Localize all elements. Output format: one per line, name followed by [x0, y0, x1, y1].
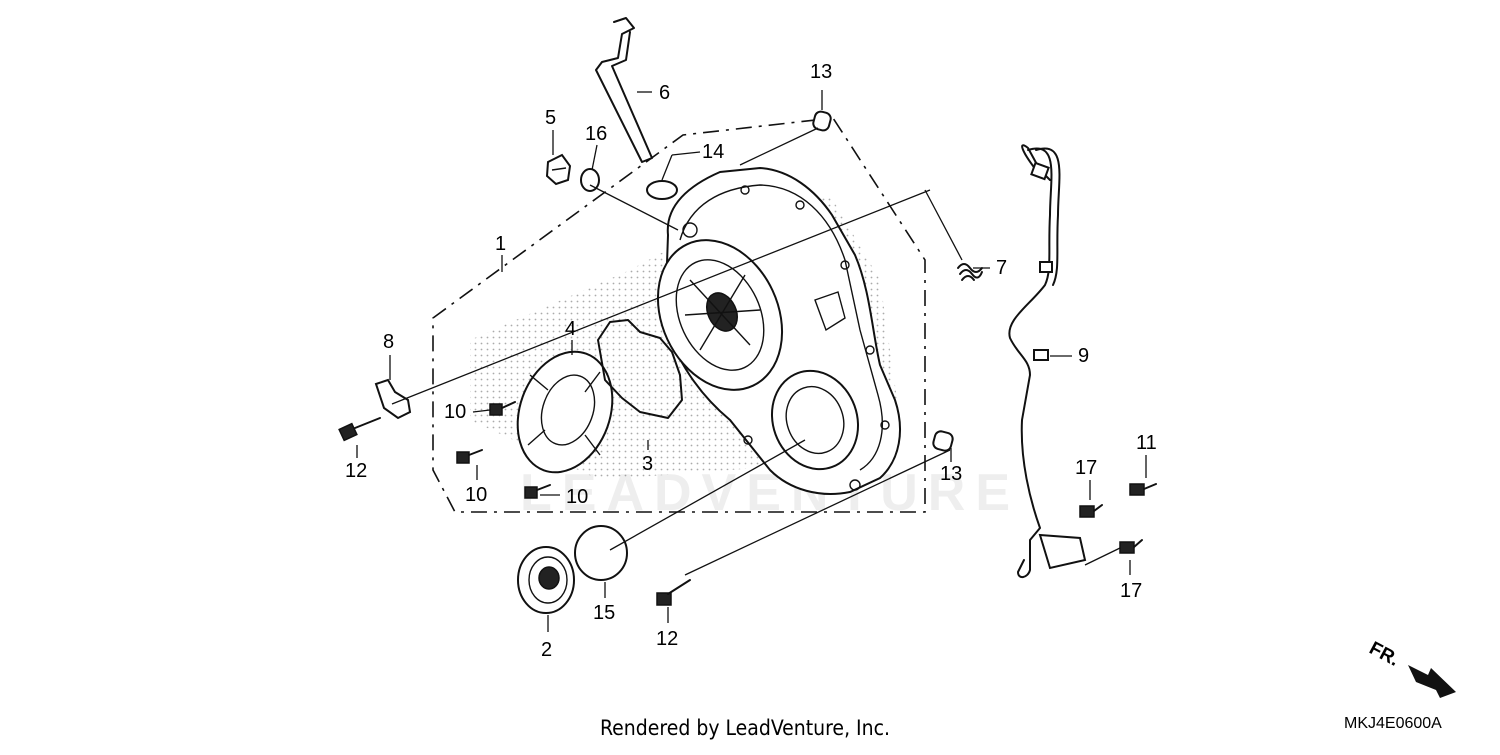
o-ring-small[interactable] — [580, 168, 600, 192]
o-ring-large[interactable] — [574, 525, 628, 581]
crankcase-cover[interactable] — [634, 166, 901, 495]
callout-14: 14 — [702, 141, 724, 163]
callout-labels: 1 2 3 4 5 6 7 8 9 10 10 10 11 12 12 13 1… — [345, 61, 1157, 661]
callout-1: 1 — [495, 233, 506, 255]
spring[interactable] — [957, 263, 983, 281]
front-direction-marker: FR. — [1366, 638, 1456, 698]
callout-10-upper: 10 — [444, 401, 466, 423]
flange-bolt-bottom[interactable] — [656, 579, 691, 606]
callout-10-middle: 10 — [465, 484, 487, 506]
callout-2: 2 — [541, 639, 552, 661]
callout-10-lower: 10 — [566, 486, 588, 508]
leader-lines — [356, 90, 1147, 632]
bolt-part-17-upper[interactable] — [1079, 504, 1103, 518]
callout-17-lower: 17 — [1120, 580, 1142, 602]
callout-9: 9 — [1078, 345, 1089, 367]
callout-13-top: 13 — [810, 61, 832, 83]
flange-bolt-left[interactable] — [338, 417, 381, 442]
screw-middle[interactable] — [456, 449, 483, 464]
callout-8: 8 — [383, 331, 394, 353]
front-direction-label: FR. — [1366, 638, 1403, 671]
assembly-outline — [432, 117, 926, 513]
footer-credit: Rendered by LeadVenture, Inc. — [600, 716, 890, 740]
callout-15: 15 — [593, 602, 615, 624]
callout-7: 7 — [996, 257, 1007, 279]
callout-11: 11 — [1136, 432, 1157, 454]
dowel-pin-top[interactable] — [812, 110, 832, 132]
callout-12-bottom: 12 — [656, 628, 678, 650]
dowel-pin-right[interactable] — [932, 430, 954, 452]
oil-filler-plug[interactable] — [545, 153, 572, 186]
oil-seal[interactable] — [646, 180, 678, 200]
dipstick[interactable] — [595, 17, 653, 163]
screw-upper[interactable] — [489, 401, 516, 416]
wire-harness[interactable] — [1008, 144, 1087, 578]
cover-plate[interactable] — [502, 338, 629, 485]
callout-17-upper: 17 — [1075, 457, 1097, 479]
callout-6: 6 — [659, 82, 670, 104]
callout-13-right: 13 — [940, 463, 962, 485]
callout-4: 4 — [565, 318, 576, 340]
clamp-bracket[interactable] — [374, 378, 412, 420]
front-direction-arrow — [1408, 665, 1456, 698]
gasket[interactable] — [597, 319, 683, 419]
screw-lower[interactable] — [524, 484, 551, 499]
bolt-part-17-lower[interactable] — [1119, 539, 1143, 554]
bolt-part-11[interactable] — [1129, 483, 1157, 496]
callout-3: 3 — [642, 453, 653, 475]
cap[interactable] — [517, 546, 575, 614]
callout-5: 5 — [545, 107, 556, 129]
callout-12-left: 12 — [345, 460, 367, 482]
callout-16: 16 — [585, 123, 607, 145]
diagram-code: MKJ4E0600A — [1344, 715, 1442, 732]
